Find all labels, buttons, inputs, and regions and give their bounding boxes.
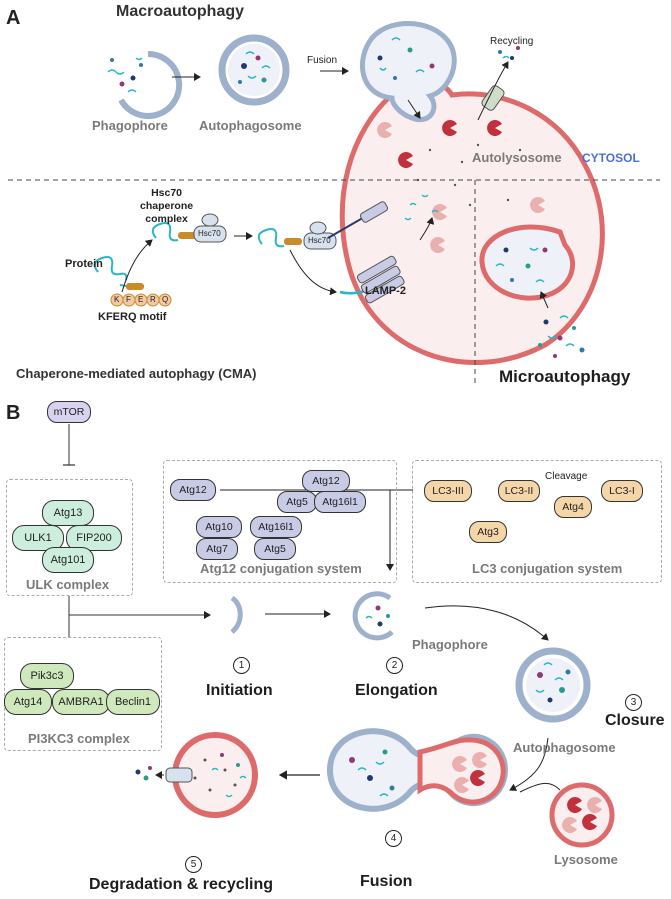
atg16l1-pill-a: Atg16l1 — [314, 491, 366, 513]
atg7-pill: Atg7 — [196, 538, 238, 560]
elongation-phagophore — [352, 591, 394, 641]
kferq-e: E — [138, 295, 144, 304]
kferq-motif-label: KFERQ motif — [98, 311, 167, 323]
pik3c3-pill: Pik3c3 — [20, 663, 74, 689]
degraded-peptides — [404, 194, 439, 221]
fusion-vesicles — [326, 728, 509, 812]
ulk-complex-title: ULK complex — [26, 577, 110, 592]
atg12-pill-b: Atg12 — [302, 470, 350, 492]
atg10-pill: Atg10 — [196, 516, 242, 538]
kferq-beads — [110, 293, 172, 307]
atg5-pill-a: Atg5 — [277, 491, 317, 513]
panel-a-label: A — [6, 7, 21, 29]
mtor-pill: mTOR — [47, 401, 91, 423]
atg3-pill: Atg3 — [469, 521, 507, 543]
ambra1-pill: AMBRA1 — [52, 689, 110, 715]
cma-title: Chaperone-mediated autophagy (CMA) — [16, 366, 257, 381]
atg4-pill: Atg4 — [554, 496, 592, 518]
lc3-system-box — [412, 460, 662, 583]
protein-label: Protein — [65, 258, 103, 270]
recycling-label: Recycling — [490, 36, 534, 47]
kferq-f: F — [126, 295, 131, 304]
lc3-iii-pill: LC3-III — [424, 480, 472, 502]
phagophore-label-a: Phagophore — [92, 118, 168, 133]
hsc70-tag-2: Hsc70 — [308, 236, 331, 245]
hsc70-complex-label: Hsc70 chaperone complex — [140, 187, 194, 225]
atg101-pill: Atg101 — [42, 547, 94, 573]
step-5-label: Degradation & recycling — [89, 876, 274, 893]
atg16l1-pill-b: Atg16l1 — [250, 516, 302, 538]
fip200-pill: FIP200 — [66, 525, 122, 551]
fusion-label-a: Fusion — [307, 55, 338, 66]
autophagosome-a — [218, 34, 290, 106]
phagophore-label-b: Phagophore — [412, 637, 488, 652]
step-3-number: 3 — [625, 694, 642, 711]
hsc70-tag-1: Hsc70 — [198, 229, 221, 238]
cma-elements — [93, 201, 435, 307]
step-1-label: Initiation — [206, 682, 273, 699]
recycling-transporter — [477, 46, 520, 121]
autolysosome-label: Autolysosome — [472, 150, 562, 165]
initiation-membrane — [230, 595, 243, 634]
microautophagy-title: Microautophagy — [499, 367, 631, 386]
lysosome-label-b: Lysosome — [554, 852, 618, 867]
lc3-i-pill: LC3-I — [601, 480, 643, 502]
atg14-pill: Atg14 — [4, 689, 52, 715]
degradation-autolysosome — [135, 732, 258, 818]
lc3-ii-pill: LC3-II — [498, 480, 540, 502]
atg13-pill: Atg13 — [42, 500, 94, 526]
kferq-q: Q — [162, 295, 169, 304]
step-4-number: 4 — [385, 830, 402, 847]
panel-b-label: B — [6, 402, 21, 424]
microautophagy-invagination — [479, 224, 585, 358]
step-1-number: 1 — [233, 657, 250, 674]
atg5-pill-b: Atg5 — [254, 538, 296, 560]
phagophore-a — [107, 50, 183, 119]
pi3kc3-complex-title: PI3KC3 complex — [28, 731, 130, 746]
atg12-system-title: Atg12 conjugation system — [200, 561, 362, 576]
ulk1-pill: ULK1 — [12, 525, 64, 551]
step-2-label: Elongation — [355, 682, 438, 699]
atg12-pill-a: Atg12 — [170, 479, 216, 501]
lc3-system-title: LC3 conjugation system — [472, 561, 623, 576]
step-5-number: 5 — [185, 856, 202, 873]
step-3-label: Closure — [605, 712, 665, 729]
cleavage-label: Cleavage — [545, 471, 588, 482]
atg12-system-box — [163, 460, 397, 583]
kferq-r: R — [150, 295, 156, 304]
autolysosome — [339, 75, 605, 366]
autophagosome-label-a: Autophagosome — [199, 118, 302, 133]
ulk-complex-box — [6, 479, 133, 596]
step-2-number: 2 — [386, 657, 403, 674]
beclin1-pill: Beclin1 — [106, 689, 160, 715]
autophagosome-label-b: Autophagosome — [513, 740, 616, 755]
kferq-k: K — [114, 295, 120, 304]
lamp2-label: LAMP-2 — [365, 285, 406, 297]
macroautophagy-title: Macroautophagy — [116, 3, 245, 20]
closure-autophagosome — [515, 647, 591, 723]
fusing-autophagosome — [359, 21, 457, 123]
step-4-label: Fusion — [360, 873, 413, 890]
cytosol-label: CYTOSOL — [582, 151, 640, 165]
pi3kc3-complex-box — [4, 637, 162, 751]
lysosome-b — [549, 782, 615, 848]
